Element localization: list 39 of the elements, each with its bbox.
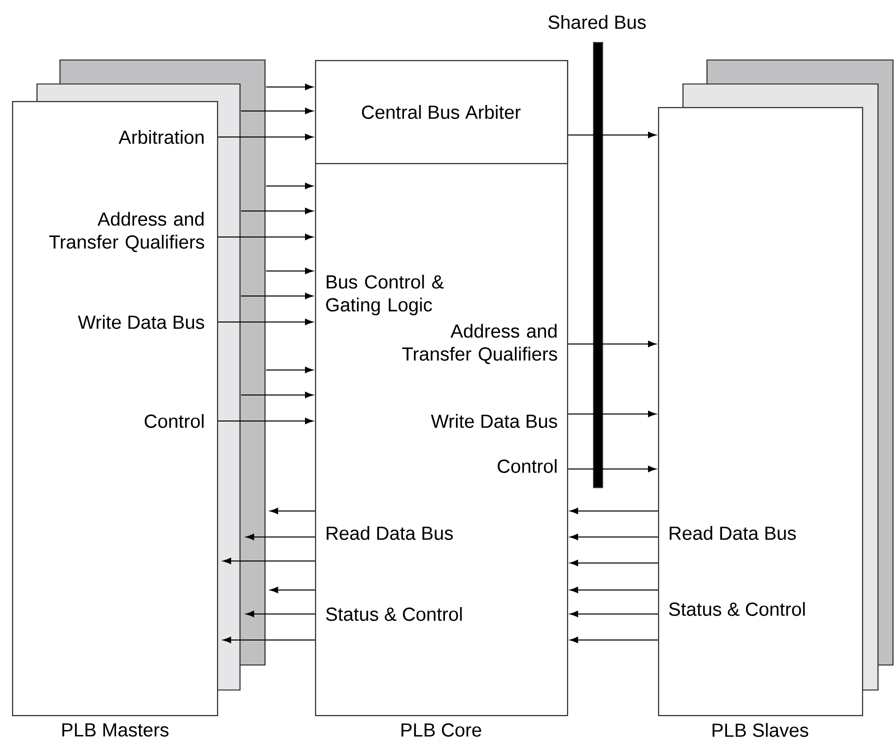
arrow xyxy=(218,318,314,326)
arrow xyxy=(241,292,314,300)
signal-label: Control xyxy=(498,459,557,473)
node-label: PLB Masters xyxy=(62,723,168,737)
arrow xyxy=(570,610,658,618)
arrow xyxy=(266,182,314,190)
arrow xyxy=(570,636,658,644)
arrow xyxy=(570,508,658,514)
arrow xyxy=(568,466,656,472)
arrow xyxy=(568,410,656,418)
signal-label: Write Data Bus xyxy=(430,414,558,428)
arrow xyxy=(222,636,315,644)
arrow xyxy=(570,534,658,540)
arrow xyxy=(246,534,315,540)
arrow xyxy=(218,418,314,424)
arrow xyxy=(241,392,314,398)
arrow xyxy=(266,366,314,374)
arrow xyxy=(246,610,315,618)
arrow xyxy=(222,558,315,564)
arrow xyxy=(218,234,314,240)
signal-label: Bus Control & Gating Logic xyxy=(326,274,444,316)
arrow xyxy=(570,560,658,566)
arrow xyxy=(266,268,314,274)
arrow xyxy=(270,508,315,514)
box-title: Central Bus Arbiter xyxy=(362,105,521,119)
arrow xyxy=(266,84,314,90)
arrow xyxy=(568,132,656,138)
signal-label: Address and Transfer Qualifiers xyxy=(402,324,558,364)
arrow xyxy=(218,134,314,140)
node-label: PLB Slaves xyxy=(712,723,808,737)
signal-label: Status & Control xyxy=(326,607,462,621)
bus-label: Shared Bus xyxy=(548,15,646,29)
arrow xyxy=(241,208,314,214)
arrow xyxy=(568,340,656,348)
node-label: PLB Core xyxy=(402,723,482,737)
arrow xyxy=(270,586,315,594)
arrow xyxy=(570,586,658,594)
arrow xyxy=(241,108,314,114)
signal-label: Read Data Bus xyxy=(326,526,453,540)
